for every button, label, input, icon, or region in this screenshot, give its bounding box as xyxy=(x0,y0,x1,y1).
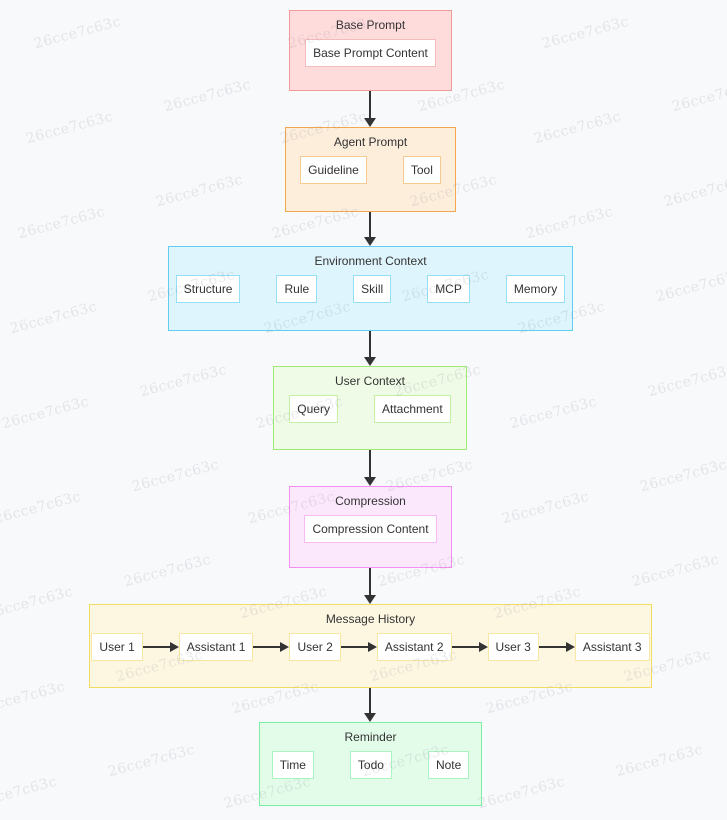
group-environment-context: Environment Context Structure Rule Skill… xyxy=(168,246,573,331)
group-user-context: User Context Query Attachment xyxy=(273,366,467,450)
arrowhead-down-icon xyxy=(364,237,376,246)
watermark-text: 26cce7c63c xyxy=(646,361,727,401)
node-attachment: Attachment xyxy=(373,395,451,423)
group-title-reminder: Reminder xyxy=(344,730,397,744)
node-user-2: User 2 xyxy=(289,633,341,661)
arrow-line xyxy=(253,646,282,648)
group-agent-prompt: Agent Prompt Guideline Tool xyxy=(285,127,456,212)
arrowhead-down-icon xyxy=(364,595,376,604)
watermark-text: 26cce7c63c xyxy=(540,13,631,53)
watermark-text: 26cce7c63c xyxy=(122,551,213,591)
flow-arrow-down xyxy=(364,212,376,246)
flow-arrow-down xyxy=(364,450,376,486)
group-reminder: Reminder Time Todo Note xyxy=(259,722,482,806)
arrow-line xyxy=(142,646,171,648)
node-user-3: User 3 xyxy=(487,633,539,661)
arrowhead-right-icon xyxy=(367,642,377,652)
node-compression-content: Compression Content xyxy=(304,515,437,543)
flow-arrow-down xyxy=(364,91,376,127)
watermark-text: 26cce7c63c xyxy=(476,773,567,813)
watermark-text: 26cce7c63c xyxy=(630,551,721,591)
flow-arrow-down xyxy=(364,568,376,604)
watermark-text: 26cce7c63c xyxy=(154,171,245,211)
arrow-line xyxy=(369,688,371,713)
watermark-text: 26cce7c63c xyxy=(662,171,727,211)
arrowhead-down-icon xyxy=(364,118,376,127)
group-message-history: Message History User 1 Assistant 1 User … xyxy=(89,604,652,688)
node-user-1: User 1 xyxy=(91,633,143,661)
watermark-text: 26cce7c63c xyxy=(106,741,197,781)
arrow-right-connector xyxy=(142,633,179,661)
watermark-text: 26cce7c63c xyxy=(0,583,75,623)
group-compression: Compression Compression Content xyxy=(289,486,452,568)
arrow-line xyxy=(369,568,371,595)
group-title-agent-prompt: Agent Prompt xyxy=(333,135,408,149)
node-base-prompt-content: Base Prompt Content xyxy=(305,39,436,67)
watermark-text: 26cce7c63c xyxy=(24,108,115,148)
node-assistant-2: Assistant 2 xyxy=(376,633,452,661)
group-title-message-history: Message History xyxy=(325,612,416,626)
arrowhead-right-icon xyxy=(565,642,575,652)
arrow-line xyxy=(369,331,371,357)
arrowhead-right-icon xyxy=(280,642,290,652)
node-note: Note xyxy=(427,751,470,779)
watermark-text: 26cce7c63c xyxy=(500,488,591,528)
arrowhead-down-icon xyxy=(364,477,376,486)
arrow-line xyxy=(369,91,371,118)
arrow-line xyxy=(538,646,567,648)
arrow-right-connector xyxy=(451,633,488,661)
node-time: Time xyxy=(271,751,314,779)
node-assistant-3: Assistant 3 xyxy=(574,633,650,661)
watermark-text: 26cce7c63c xyxy=(32,13,123,53)
watermark-text: 26cce7c63c xyxy=(508,393,599,433)
watermark-text: 26cce7c63c xyxy=(638,456,727,496)
watermark-text: 26cce7c63c xyxy=(670,76,727,116)
watermark-text: 26cce7c63c xyxy=(0,678,67,718)
flow-arrow-down xyxy=(364,688,376,722)
arrow-right-connector xyxy=(538,633,575,661)
arrow-line xyxy=(340,646,369,648)
arrow-line xyxy=(369,212,371,237)
arrowhead-right-icon xyxy=(169,642,179,652)
node-assistant-1: Assistant 1 xyxy=(178,633,254,661)
arrow-right-connector xyxy=(253,633,290,661)
flow-arrow-down xyxy=(364,331,376,366)
arrow-line xyxy=(451,646,480,648)
node-query: Query xyxy=(289,395,338,423)
group-title-user-context: User Context xyxy=(334,374,406,388)
watermark-text: 26cce7c63c xyxy=(138,361,229,401)
node-tool: Tool xyxy=(402,156,441,184)
watermark-text: 26cce7c63c xyxy=(162,76,253,116)
watermark-text: 26cce7c63c xyxy=(532,108,623,148)
watermark-text: 26cce7c63c xyxy=(0,393,91,433)
node-mcp: MCP xyxy=(427,275,470,303)
watermark-text: 26cce7c63c xyxy=(0,773,59,813)
watermark-text: 26cce7c63c xyxy=(0,488,83,528)
watermark-text: 26cce7c63c xyxy=(8,298,99,338)
watermark-text: 26cce7c63c xyxy=(524,203,615,243)
arrow-line xyxy=(369,450,371,477)
watermark-text: 26cce7c63c xyxy=(654,266,727,306)
watermark-text: 26cce7c63c xyxy=(16,203,107,243)
watermark-text: 26cce7c63c xyxy=(130,456,221,496)
group-title-compression: Compression xyxy=(335,494,406,508)
watermark-text: 26cce7c63c xyxy=(614,741,705,781)
node-structure: Structure xyxy=(175,275,241,303)
arrowhead-right-icon xyxy=(478,642,488,652)
group-title-base-prompt: Base Prompt xyxy=(335,18,406,32)
group-title-environment-context: Environment Context xyxy=(314,254,427,268)
node-guideline: Guideline xyxy=(300,156,367,184)
arrow-right-connector xyxy=(340,633,377,661)
node-skill: Skill xyxy=(353,275,392,303)
group-base-prompt: Base Prompt Base Prompt Content xyxy=(289,10,452,91)
node-todo: Todo xyxy=(349,751,392,779)
arrowhead-down-icon xyxy=(364,713,376,722)
arrowhead-down-icon xyxy=(364,357,376,366)
node-rule: Rule xyxy=(276,275,318,303)
node-memory: Memory xyxy=(505,275,566,303)
